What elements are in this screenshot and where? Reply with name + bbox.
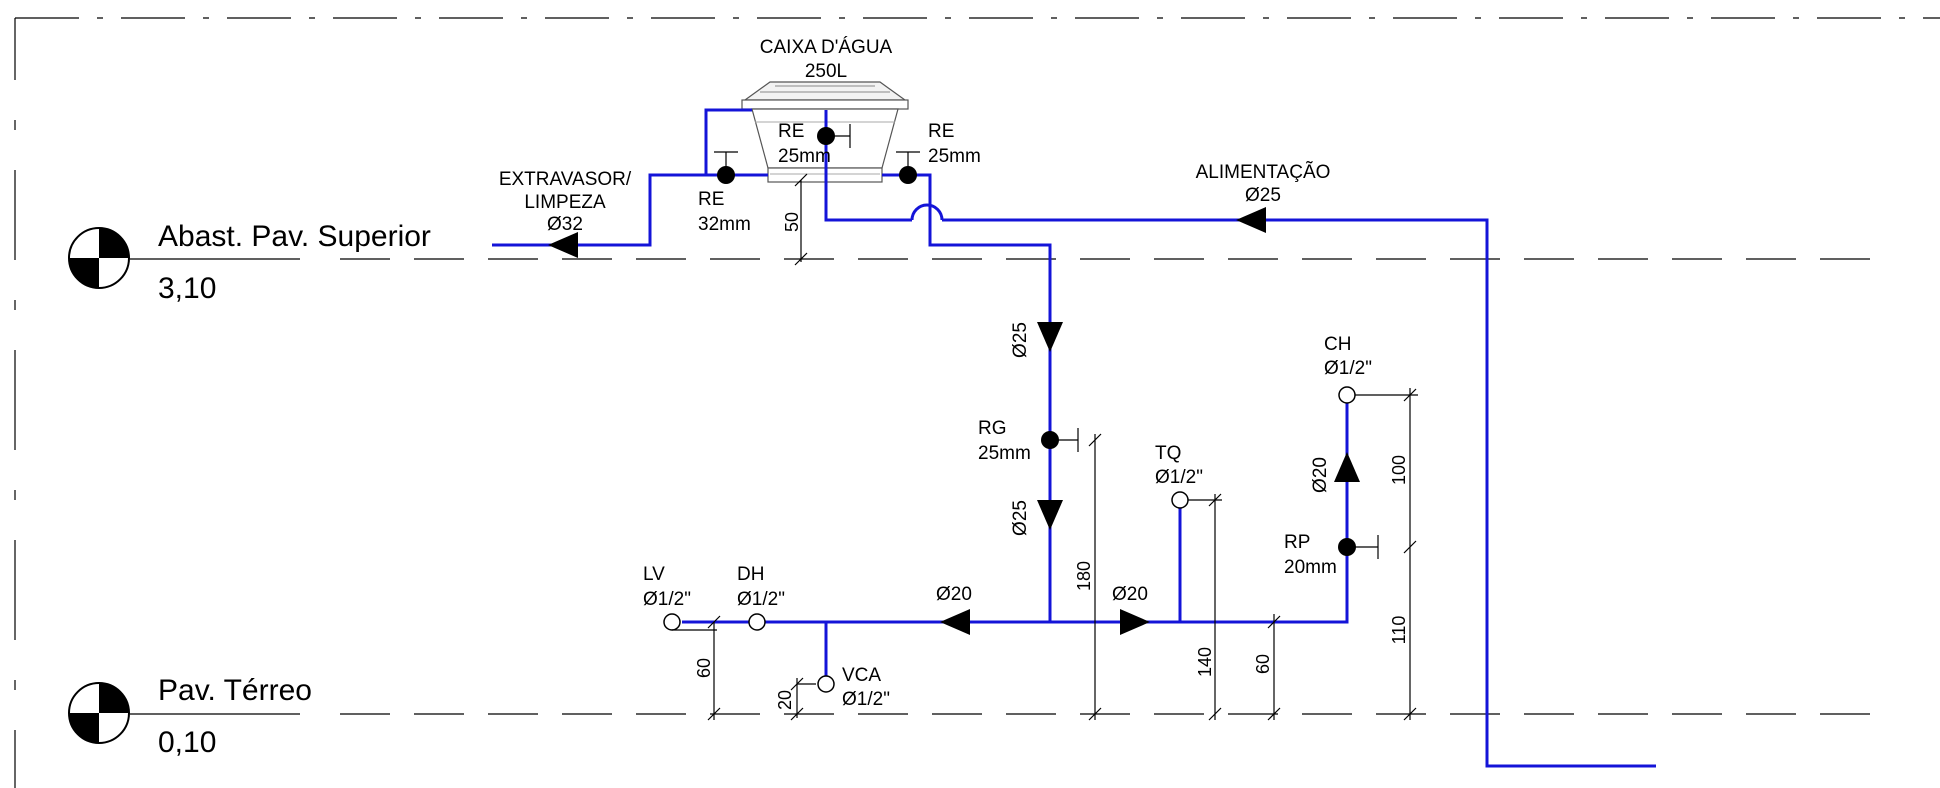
dim-rg-height: 180: [1074, 561, 1094, 591]
riser-upper-arrow-icon: [1037, 322, 1063, 352]
rp-type: RP: [1284, 532, 1310, 553]
supply-diameter: Ø25: [1245, 185, 1281, 206]
riser-upper-diameter: Ø25: [1010, 322, 1031, 358]
ch-code: CH: [1324, 334, 1351, 355]
branch-right-diameter: Ø20: [1112, 584, 1148, 605]
re-left-type: RE: [698, 189, 724, 210]
branch-left-arrow-icon: [940, 609, 970, 635]
dim-vca-height: 20: [775, 690, 795, 710]
ground-level-elevation: 0,10: [158, 726, 216, 759]
ch-point-icon: [1338, 386, 1356, 404]
re-center-size: 25mm: [778, 146, 831, 167]
vca-code: VCA: [842, 665, 881, 686]
supply-pipe: [942, 218, 1656, 768]
overflow-name-line1: EXTRAVASOR/: [499, 169, 632, 190]
register-re-left-icon: [714, 151, 738, 184]
overflow-diameter: Ø32: [547, 214, 583, 235]
overflow-arrow-icon: [548, 232, 578, 258]
right-outlet-pipe: [882, 173, 1052, 622]
dim-tq-height: 140: [1195, 647, 1215, 677]
lv-diameter: Ø1/2": [643, 589, 691, 610]
register-re-right-icon: [896, 151, 920, 184]
re-right-size: 25mm: [928, 146, 981, 167]
center-outlet-pipe: [824, 110, 912, 222]
pipe-crossover: [910, 203, 944, 221]
branch-left-diameter: Ø20: [936, 584, 972, 605]
flow-arrows: [548, 207, 1360, 635]
tq-point-icon: [1171, 491, 1189, 509]
register-rp-icon: [1338, 535, 1379, 559]
dh-diameter: Ø1/2": [737, 589, 785, 610]
dimension-lines: [672, 173, 1418, 721]
dim-rp-height: 110: [1389, 616, 1409, 645]
riser-lower-arrow-icon: [1037, 500, 1063, 530]
re-right-type: RE: [928, 121, 954, 142]
dim-ch-height: 100: [1389, 455, 1409, 485]
registers: [714, 124, 1379, 559]
fixture-points: [663, 386, 1356, 693]
dh-point-icon: [748, 613, 766, 631]
lv-point-icon: [663, 613, 681, 631]
rg-size: 25mm: [978, 443, 1031, 464]
ch-diameter: Ø1/2": [1324, 358, 1372, 379]
shower-riser-diameter: Ø20: [1310, 457, 1331, 493]
dh-code: DH: [737, 564, 764, 585]
supply-arrow-icon: [1236, 207, 1266, 233]
overflow-name-line2: LIMPEZA: [524, 192, 606, 213]
ground-level-marker-icon: [68, 682, 130, 744]
overflow-inlet-pipe: [704, 108, 752, 175]
rp-size: 20mm: [1284, 557, 1337, 578]
register-re-center-icon: [817, 124, 851, 148]
rg-type: RG: [978, 418, 1007, 439]
tank-title: CAIXA D'ÁGUA: [760, 37, 893, 58]
branch-right-arrow-icon: [1120, 609, 1150, 635]
upper-level-elevation: 3,10: [158, 272, 216, 305]
re-center-type: RE: [778, 121, 804, 142]
tq-diameter: Ø1/2": [1155, 467, 1203, 488]
shower-riser-arrow-icon: [1334, 452, 1360, 482]
ground-level-name: Pav. Térreo: [158, 674, 312, 707]
drawing-frame: [14, 17, 1940, 788]
vca-diameter: Ø1/2": [842, 689, 890, 710]
upper-level-marker-icon: [68, 227, 130, 289]
tq-code: TQ: [1155, 443, 1181, 464]
register-rg-icon: [1041, 428, 1079, 452]
pipe-network: [492, 108, 1656, 768]
lv-code: LV: [643, 564, 665, 585]
tank-capacity: 250L: [805, 61, 847, 82]
upper-level-name: Abast. Pav. Superior: [158, 220, 431, 253]
riser-lower-diameter: Ø25: [1010, 500, 1031, 536]
dim-tank-height: 50: [782, 212, 802, 232]
vca-point-icon: [817, 675, 835, 693]
supply-name: ALIMENTAÇÃO: [1196, 161, 1331, 183]
dim-branch-height: 60: [1253, 654, 1273, 674]
re-left-size: 32mm: [698, 214, 751, 235]
dim-lv-height: 60: [694, 658, 714, 678]
